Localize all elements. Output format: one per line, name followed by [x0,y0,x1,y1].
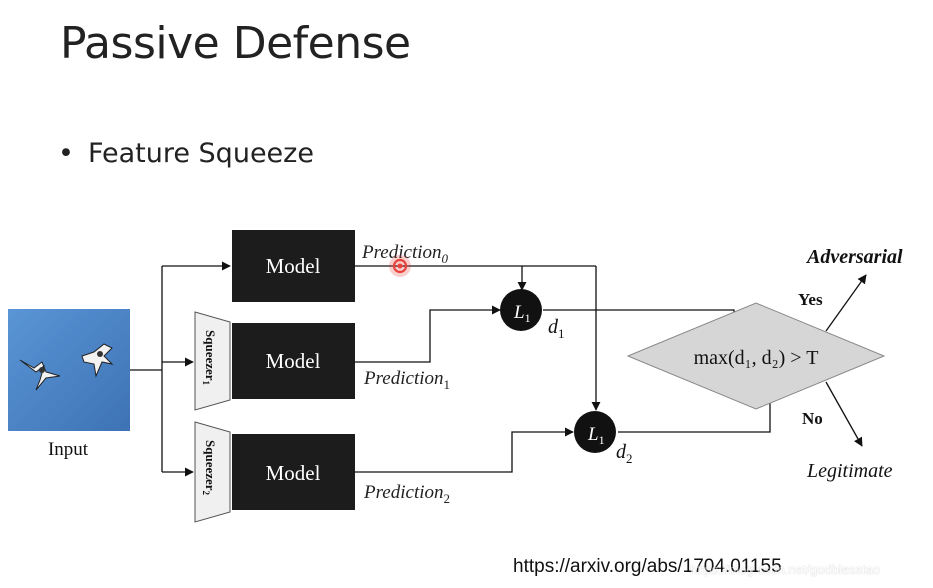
input-label: Input [48,439,89,460]
bullet-dot: • [58,138,74,169]
legitimate-label: Legitimate [806,460,893,482]
d2-label: d2 [616,441,633,466]
input-image [8,309,130,431]
bullet-text: Feature Squeeze [87,138,314,169]
slide-title: Passive Defense [60,18,411,69]
svg-text:Squeezer2: Squeezer2 [201,440,218,496]
no-label: No [802,409,823,428]
yes-label: Yes [798,290,823,309]
l1-node-2: L1 [574,411,616,453]
squeezer-2-label: Squeezer [203,440,218,491]
model-2-label: Model [266,461,321,485]
l1-node-1: L1 [500,289,542,331]
adversarial-label: Adversarial [805,246,903,268]
model-0-label: Model [266,254,321,278]
cursor-pointer-icon [389,255,411,277]
squeezer-2-sub: 2 [201,491,211,496]
model-1-label: Model [266,349,321,373]
svg-text:L1: L1 [587,424,605,447]
decision-diamond: max(d₁, d₂) > T [626,302,886,410]
squeezer-1-label: Squeezer [203,330,218,381]
decision-expression: max(d₁, d₂) > T [694,347,819,369]
bullet-item: • Feature Squeeze [58,138,314,169]
model-box-2: Model [232,434,355,510]
squeezer-1-sub: 1 [201,381,211,386]
prediction-0-label: Prediction0 [361,242,449,266]
squeezer-1: Squeezer1 [194,311,231,411]
svg-text:L1: L1 [513,302,531,325]
input-branches [130,261,231,477]
model-box-1: Model [232,323,355,399]
prediction-2-label: Prediction2 [363,482,450,506]
model-box-0: Model [232,230,355,302]
citation-link[interactable]: https://arxiv.org/abs/1704.01155 [513,556,782,577]
bird-left-icon [19,359,61,391]
squeezer-2: Squeezer2 [194,421,231,523]
prediction-1-label: Prediction1 [363,368,450,392]
bird-right-icon [81,343,114,378]
svg-text:Squeezer1: Squeezer1 [201,330,218,386]
d1-label: d1 [548,316,565,341]
connection-lines [355,265,867,473]
watermark-text: https://blog.csdn.net/godblesstao [690,562,881,577]
